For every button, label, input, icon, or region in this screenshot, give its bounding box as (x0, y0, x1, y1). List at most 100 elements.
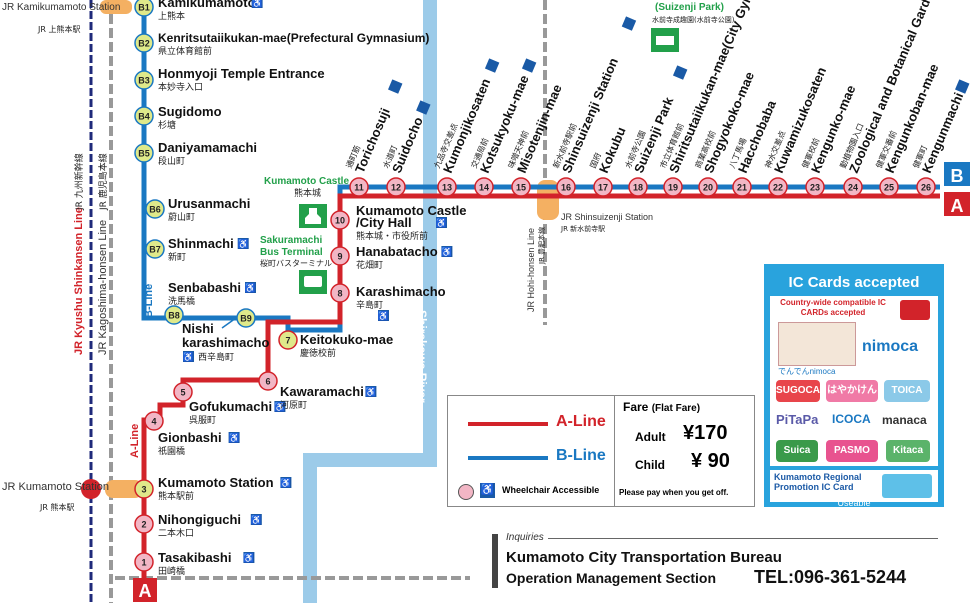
station-marker-16[interactable] (556, 177, 576, 197)
station-num-21: 21 (737, 183, 747, 193)
station-num-9: 9 (337, 252, 342, 262)
station-marker-b8[interactable] (164, 305, 184, 325)
station-num-2: 2 (141, 520, 146, 530)
ic-cards-list: Country-wide compatible IC CARDs accepte… (770, 296, 938, 466)
wheelchair-icon-9-glyph: ♿ (441, 246, 452, 257)
ic-card-manaca: manaca (882, 413, 927, 427)
station-marker-10[interactable] (330, 210, 350, 230)
wheelchair-icon: ♿ (480, 483, 495, 498)
river-label: Shirakawa River (415, 310, 429, 403)
suizenji-park-jp: 水前寺成趣園(水前寺公園) (652, 15, 735, 24)
station-marker-18[interactable] (628, 177, 648, 197)
station-marker-23[interactable] (805, 177, 825, 197)
station-name-b7: Shinmachi (168, 236, 234, 251)
station-marker-5[interactable] (173, 382, 193, 402)
station-jp-4: 祇園橋 (158, 445, 185, 457)
ic-card-toica: TOICA (884, 380, 930, 402)
station-num-25: 25 (884, 183, 894, 193)
station-marker-26[interactable] (916, 177, 936, 197)
ic-regional-card: Kumamoto Regional Promotion IC Card (770, 470, 938, 502)
station-marker-15[interactable] (511, 177, 531, 197)
station-name-b9-line2: karashimacho (182, 335, 269, 350)
end-marker-b-label: B (951, 166, 964, 186)
wheelchair-icon-3 (280, 477, 292, 488)
station-num-18: 18 (633, 183, 643, 193)
station-name-10-line2: /City Hall (356, 215, 412, 230)
inquiries-rule (548, 538, 938, 539)
b-line-track-label: B-Line (143, 284, 155, 318)
wheelchair-icon-4-glyph: ♿ (228, 432, 239, 443)
ic-card-sugoca: SUGOCA (776, 380, 820, 402)
station-marker-17[interactable] (593, 177, 613, 197)
station-marker-11[interactable] (349, 177, 369, 197)
station-jp-5: 呉服町 (189, 415, 216, 426)
station-marker-b7[interactable] (145, 239, 165, 259)
station-num-10: 10 (335, 216, 345, 226)
wheelchair-icon-18 (672, 65, 688, 80)
station-jp-6: 河原町 (280, 399, 307, 411)
station-marker-9[interactable] (330, 246, 350, 266)
hohi-label-jp: JR 豊肥本線 (537, 227, 546, 265)
station-jp-8: 辛島町 (356, 299, 383, 311)
station-marker-13[interactable] (437, 177, 457, 197)
fare-adult-value: ¥170 (683, 422, 728, 444)
ic-card-pitapa: PiTaPa (776, 412, 819, 427)
station-marker-b9[interactable] (236, 308, 256, 328)
ic-country-wide: Country-wide compatible IC CARDs accepte… (780, 298, 886, 317)
station-marker-4[interactable] (144, 411, 164, 431)
station-marker-b6[interactable] (145, 199, 165, 219)
legend-b-label: B-Line (556, 447, 606, 464)
station-jp-2: 二本木口 (158, 527, 194, 539)
station-marker-8[interactable] (330, 283, 350, 303)
station-name-b9-line1: Nishi (182, 321, 214, 336)
ic-cards-title: IC Cards accepted (788, 274, 920, 291)
station-marker-1[interactable] (134, 552, 154, 572)
jr-kumamoto-shinkansen-dot (81, 479, 101, 499)
station-name-b1: Kamikumamoto (158, 0, 256, 10)
station-name-b8: Senbabashi (168, 280, 241, 295)
station-marker-25[interactable] (879, 177, 899, 197)
station-num-8: 8 (337, 289, 342, 299)
station-marker-24[interactable] (843, 177, 863, 197)
fare-subtitle: (Flat Fare) (651, 403, 701, 414)
fare-adult-label: Adult (635, 430, 666, 444)
station-marker-12[interactable] (386, 177, 406, 197)
kumamon-card-icon (882, 474, 932, 498)
shirakawa-river (303, 0, 437, 603)
station-jp-b4: 杉塘 (158, 119, 176, 131)
station-marker-b2[interactable] (134, 33, 154, 53)
fare-title: Fare (623, 400, 649, 414)
station-num-4: 4 (151, 417, 156, 427)
station-marker-3[interactable] (134, 479, 154, 499)
jr-shinsuizenji-marker (537, 180, 559, 220)
station-num-23: 23 (810, 183, 820, 193)
station-marker-7[interactable] (278, 330, 298, 350)
wheelchair-icon-1 (243, 552, 255, 563)
wheelchair-icon-1-glyph: ♿ (243, 552, 254, 563)
inquiries-bar (492, 534, 498, 588)
station-marker-b1[interactable] (134, 0, 154, 17)
station-marker-2[interactable] (134, 514, 154, 534)
station-marker-b4[interactable] (134, 106, 154, 126)
wheelchair-icon-b8 (245, 282, 256, 293)
station-jp-7: 慶徳校前 (300, 347, 336, 359)
station-marker-21[interactable] (732, 177, 752, 197)
station-name-b4: Sugidomo (158, 104, 222, 119)
legend-b-swatch (468, 456, 548, 460)
fare-panel: Fare (Flat Fare) Adult ¥170 Child ¥ 90 P… (614, 396, 755, 506)
station-marker-22[interactable] (768, 177, 788, 197)
station-marker-14[interactable] (474, 177, 494, 197)
station-marker-b3[interactable] (134, 70, 154, 90)
station-name-9: Hanabatacho (356, 244, 438, 259)
fare-child-label: Child (635, 458, 665, 472)
station-name-b2: Kenritsutaiikukan-mae(Prefectural Gymnas… (158, 31, 429, 45)
station-marker-6[interactable] (258, 371, 278, 391)
station-marker-20[interactable] (698, 177, 718, 197)
jr-kumamoto-marker (105, 480, 143, 498)
inquiries-section: Operation Management Section (506, 570, 717, 586)
station-num-20: 20 (703, 183, 713, 193)
station-marker-19[interactable] (663, 177, 683, 197)
station-marker-b5[interactable] (134, 143, 154, 163)
